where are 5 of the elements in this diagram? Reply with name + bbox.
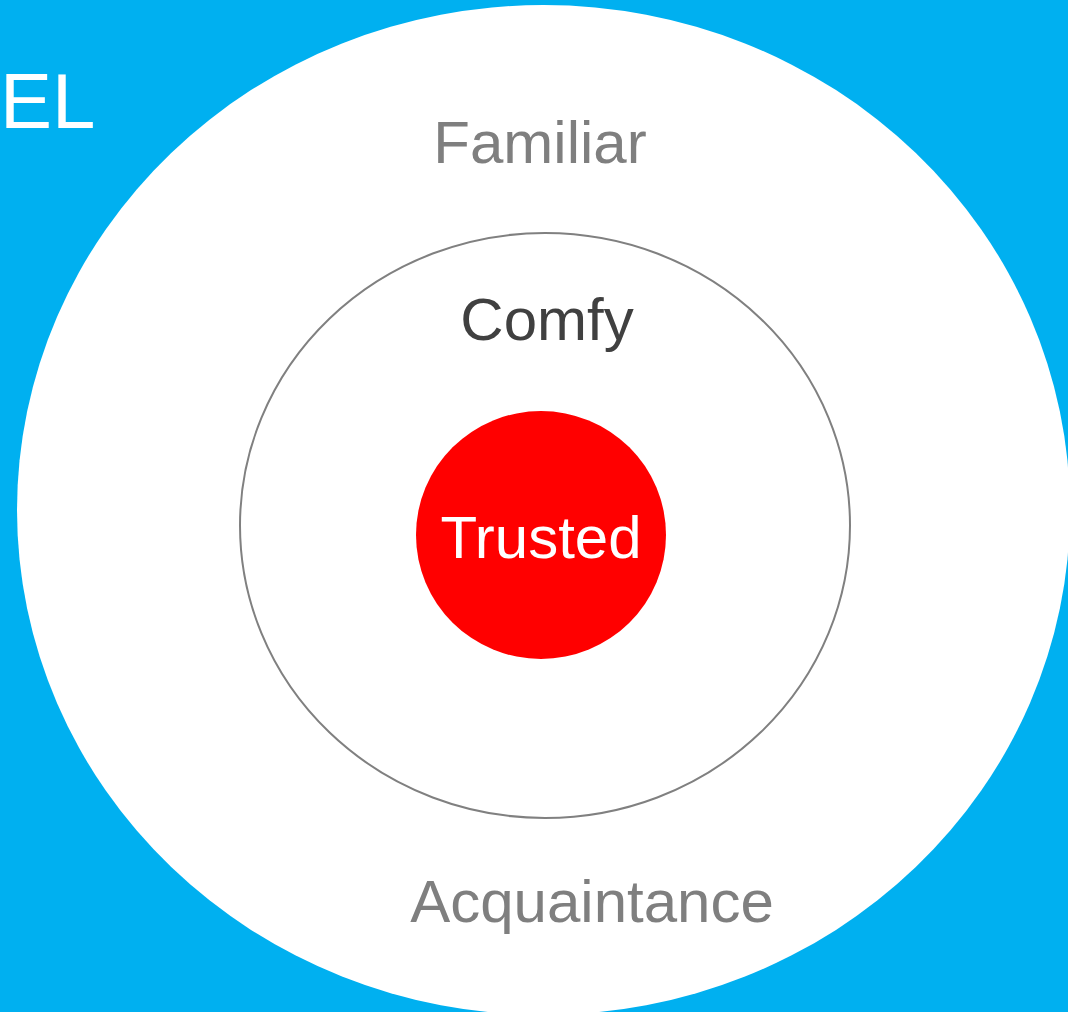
- ring-label: Comfy: [460, 290, 634, 350]
- ring-label: Trusted: [440, 508, 642, 568]
- ring-label: Familiar: [433, 113, 647, 173]
- title-text: EL: [0, 62, 96, 140]
- ring-label: Acquaintance: [410, 872, 774, 932]
